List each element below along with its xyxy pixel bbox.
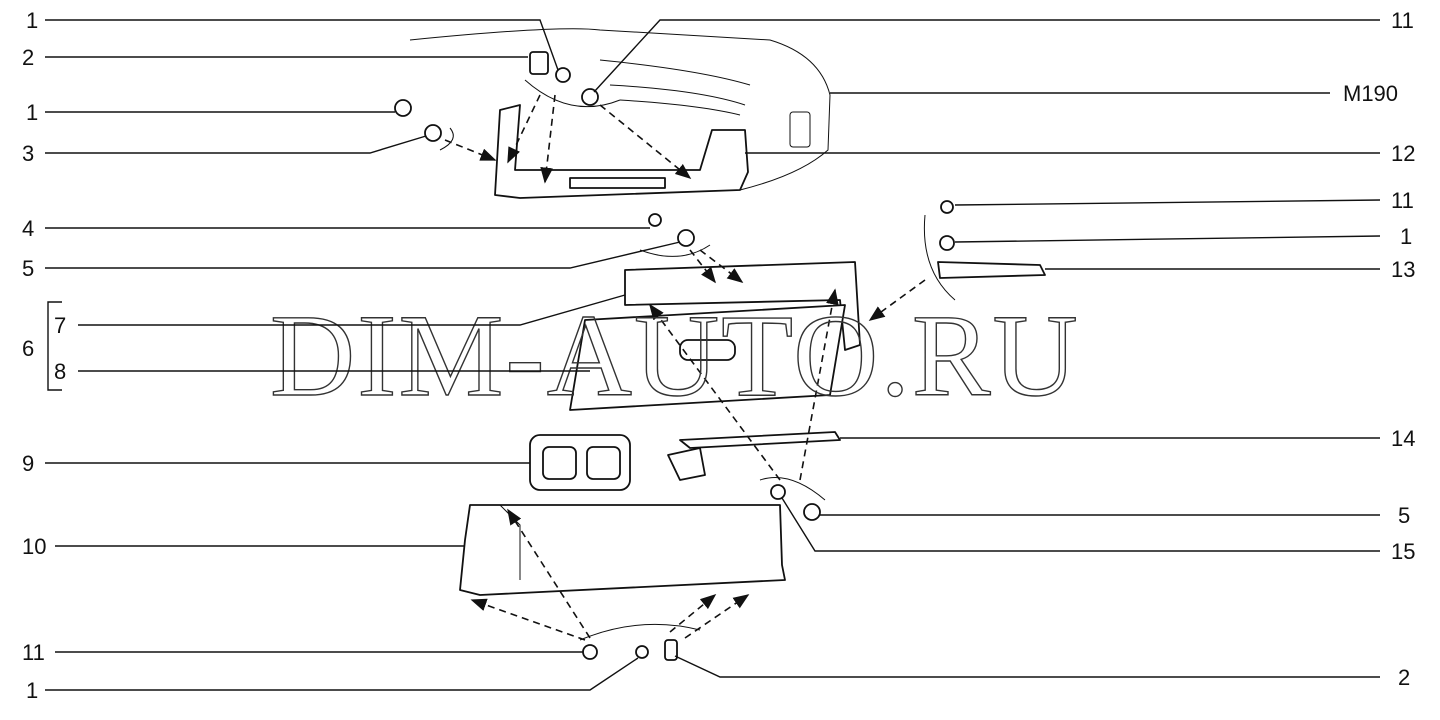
left-callouts: 1 2 1 3 4 5 7 8 9 10 11 1 6	[22, 8, 66, 703]
right-callouts: 11 M190 12 11 1 13 14 5 15 2	[1343, 8, 1415, 690]
callout-1: 1	[1400, 224, 1412, 249]
callout-15: 15	[1391, 539, 1415, 564]
watermark-text: DIM-AUTO.RU	[270, 290, 1080, 421]
bracket-part-12	[494, 104, 749, 199]
callout-1: 1	[26, 678, 38, 703]
callout-2: 2	[1398, 665, 1410, 690]
callout-11: 11	[22, 640, 45, 665]
rod-part-14	[667, 431, 841, 481]
fasteners	[394, 51, 1046, 661]
callout-4: 4	[22, 216, 34, 241]
callout-12: 12	[1391, 141, 1415, 166]
callout-7: 7	[54, 313, 66, 338]
callout-10: 10	[22, 534, 46, 559]
callout-11: 11	[1391, 188, 1414, 213]
latch-part-9	[529, 434, 631, 491]
glovebox-body-part-10	[459, 504, 786, 596]
callout-1: 1	[26, 100, 38, 125]
assembly-arrows	[439, 79, 956, 641]
callout-6-group: 6	[22, 336, 34, 361]
callout-2: 2	[22, 45, 34, 70]
dashboard-outline	[409, 28, 831, 191]
callout-3: 3	[22, 141, 34, 166]
callout-9: 9	[22, 451, 34, 476]
callout-14: 14	[1391, 426, 1415, 451]
callout-1: 1	[26, 8, 38, 33]
callout-m190: M190	[1343, 81, 1398, 106]
callout-13: 13	[1391, 257, 1415, 282]
callout-11: 11	[1391, 8, 1414, 33]
callout-8: 8	[54, 359, 66, 384]
callout-5: 5	[1398, 503, 1410, 528]
glovebox-lid-part-6	[569, 261, 861, 411]
leader-lines	[45, 19, 1381, 691]
callout-5: 5	[22, 256, 34, 281]
